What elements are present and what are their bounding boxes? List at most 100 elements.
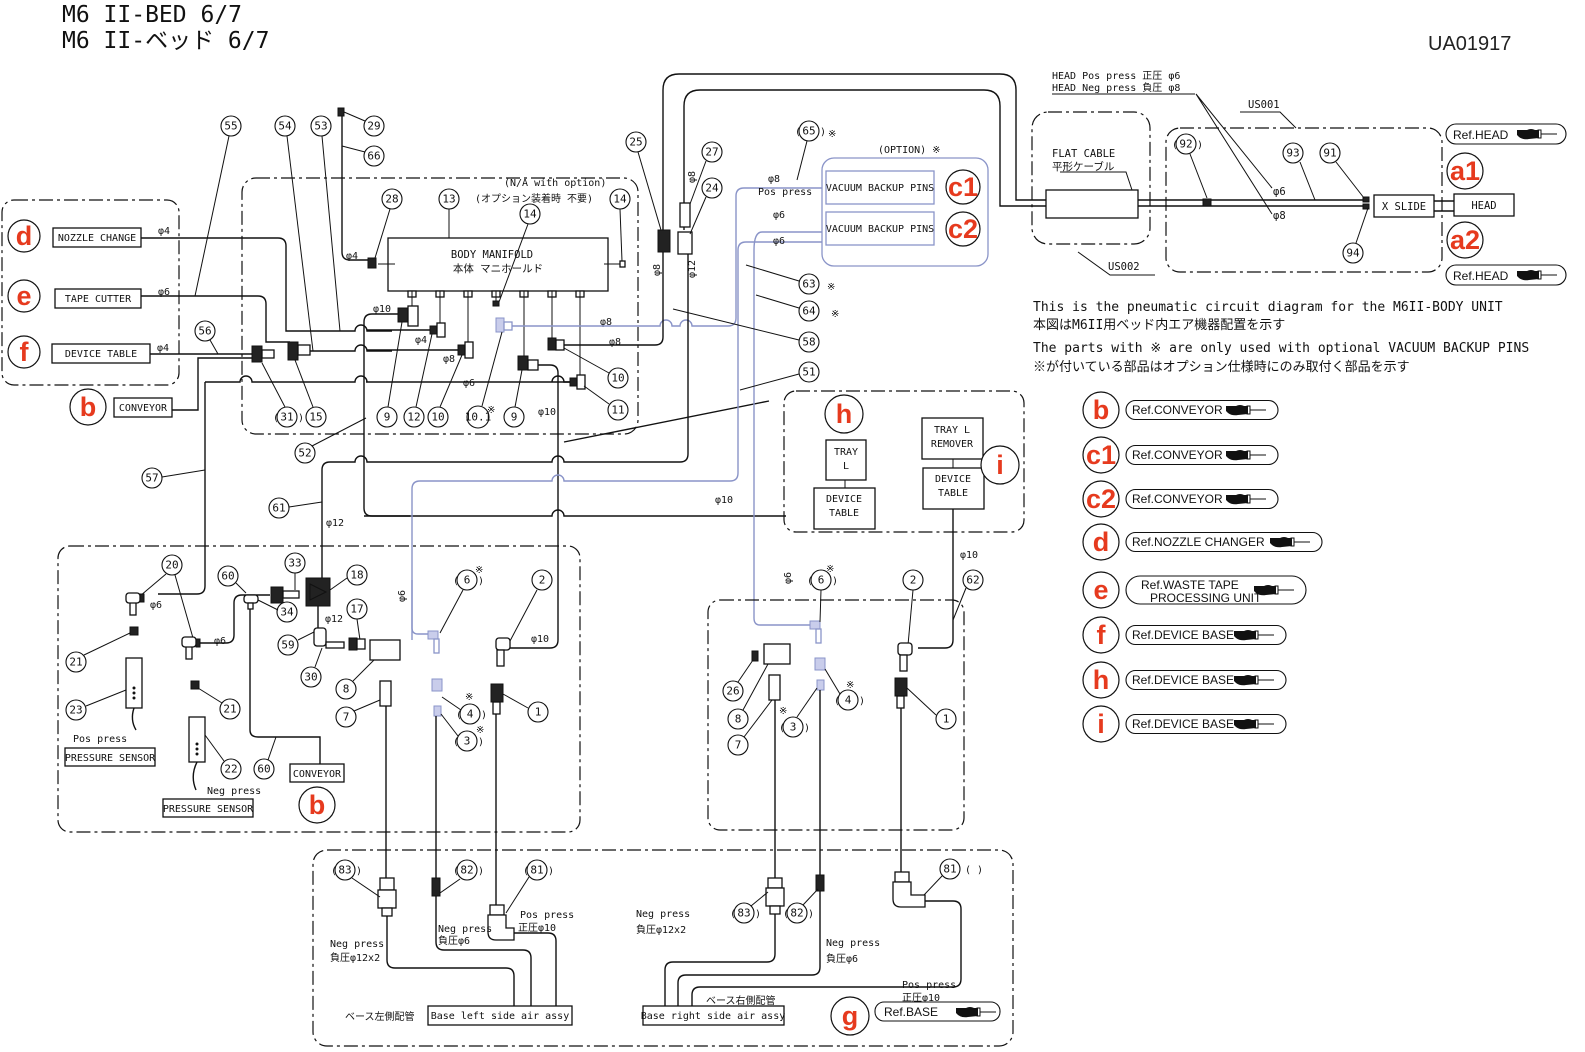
ref-pill[interactable] (1125, 575, 1307, 605)
svg-text:10: 10 (431, 411, 444, 424)
ref-letter-i: i (980, 445, 1020, 485)
svg-text:φ10: φ10 (373, 304, 391, 315)
part-bubble-27: 27 (701, 141, 723, 163)
tray-l-box (825, 439, 867, 481)
ref-label: Ref.NOZZLE CHANGER (1132, 535, 1265, 549)
svg-text:負圧φ6: 負圧φ6 (826, 953, 858, 965)
svg-text:CONVEYOR: CONVEYOR (119, 403, 168, 414)
svg-text:17: 17 (350, 603, 363, 616)
svg-text:φ8: φ8 (1273, 210, 1286, 222)
svg-text:Neg press: Neg press (330, 939, 384, 950)
part-bubble-61: 61 (268, 497, 290, 519)
svg-text:1: 1 (535, 706, 542, 719)
ref-label: Ref.DEVICE BASE (1132, 673, 1234, 687)
svg-text:φ6: φ6 (1273, 186, 1286, 198)
ref-pill[interactable] (1125, 531, 1323, 553)
ref-letter: d (1093, 527, 1110, 557)
ref-letter: h (1093, 665, 1110, 695)
svg-text:64: 64 (802, 305, 816, 318)
part-bubble-33: 33 (284, 552, 306, 574)
part-bubble-52: 52 (294, 442, 316, 464)
ref-letter-d: d (7, 219, 41, 253)
svg-text:82: 82 (460, 864, 473, 877)
note-line-2: 本図はM6II用ベッド内エア機器配置を示す (1033, 317, 1285, 333)
part-bubble-94: 94 (1342, 242, 1364, 264)
svg-text:): ) (478, 576, 484, 587)
ref-letter: e (1093, 575, 1108, 605)
svg-text:1: 1 (943, 713, 950, 726)
svg-text:正圧φ10: 正圧φ10 (518, 923, 556, 934)
svg-text:20: 20 (165, 559, 178, 572)
part-bubble-14a: 14 (519, 203, 541, 225)
svg-text:※: ※ (826, 564, 834, 575)
svg-text:Ref.BASE: Ref.BASE (884, 1005, 938, 1019)
svg-text:φ12: φ12 (687, 260, 698, 278)
svg-text:9: 9 (511, 411, 518, 424)
svg-text:27: 27 (705, 146, 718, 159)
lower-left-region (57, 545, 581, 833)
svg-text:φ6: φ6 (463, 378, 475, 389)
union-92 (1202, 198, 1212, 207)
svg-text:12: 12 (407, 411, 420, 424)
svg-text:7: 7 (343, 711, 350, 724)
svg-text:φ8: φ8 (443, 354, 455, 365)
svg-text:): ) (356, 866, 362, 877)
legend-item-h[interactable]: h Ref.DEVICE BASE (1082, 661, 1287, 699)
svg-text:Ref.HEAD: Ref.HEAD (1453, 269, 1509, 283)
svg-text:): ) (859, 696, 865, 707)
plug-27 (679, 202, 691, 228)
ref-label: Ref.CONVEYOR (1132, 448, 1223, 462)
legend-item-d[interactable]: d Ref.NOZZLE CHANGER (1082, 523, 1323, 561)
part-bubble-2b: 2 (902, 569, 924, 591)
svg-text:CONVEYOR: CONVEYOR (293, 769, 342, 780)
ref-letter: c2 (1086, 484, 1116, 514)
svg-text:6: 6 (818, 574, 825, 587)
part-bubble-58: 58 (798, 331, 820, 353)
part-bubble-93: 93 (1282, 142, 1304, 164)
manifold-region (241, 177, 639, 435)
svg-text:): ) (298, 413, 304, 424)
us001-label: US001 (1248, 99, 1280, 111)
part-bubble-91: 91 (1319, 142, 1341, 164)
svg-text:): ) (478, 866, 484, 877)
svg-text:Neg press: Neg press (826, 938, 880, 949)
part-bubble-10-1: 10.1 (465, 405, 491, 429)
elbow-81-left (487, 914, 515, 941)
svg-text:Pos press: Pos press (902, 980, 956, 991)
ref-head-a1[interactable]: Ref.HEAD (1445, 123, 1567, 145)
part-bubble-15: 15 (305, 406, 327, 428)
svg-text:4: 4 (467, 708, 474, 721)
fitting-1-right (894, 677, 908, 697)
svg-text:TABLE: TABLE (829, 508, 859, 519)
svg-text:24: 24 (705, 182, 719, 195)
svg-text:31: 31 (280, 411, 293, 424)
fitting-15 (287, 341, 299, 361)
svg-text:負圧φ12x2: 負圧φ12x2 (330, 952, 380, 964)
svg-text:66: 66 (367, 150, 380, 163)
part-bubble-81a: 81() (523, 859, 554, 881)
part-bubble-25: 25 (625, 131, 647, 153)
svg-text:φ8: φ8 (687, 171, 698, 183)
ref-head-a2[interactable]: Ref.HEAD (1445, 264, 1567, 286)
svg-text:(オプション装着時 不要): (オプション装着時 不要) (475, 192, 593, 205)
ref-base-g[interactable]: Ref.BASE (874, 1001, 1001, 1022)
svg-text:φ4: φ4 (158, 226, 170, 237)
note-line-3: The parts with ※ are only used with opti… (1033, 341, 1529, 356)
svg-text:TAPE CUTTER: TAPE CUTTER (65, 294, 132, 305)
svg-text:※: ※ (828, 129, 836, 140)
part-bubble-10a: 10 (427, 406, 449, 428)
conveyor-box (113, 397, 173, 418)
svg-text:φ6: φ6 (773, 236, 785, 247)
svg-text:f: f (20, 337, 30, 367)
svg-text:92: 92 (1179, 138, 1192, 151)
svg-text:負圧φ12x2: 負圧φ12x2 (636, 924, 686, 936)
svg-text:φ12: φ12 (326, 518, 344, 529)
svg-text:ベース右側配管: ベース右側配管 (706, 994, 776, 1007)
svg-text:(: ( (523, 866, 529, 877)
